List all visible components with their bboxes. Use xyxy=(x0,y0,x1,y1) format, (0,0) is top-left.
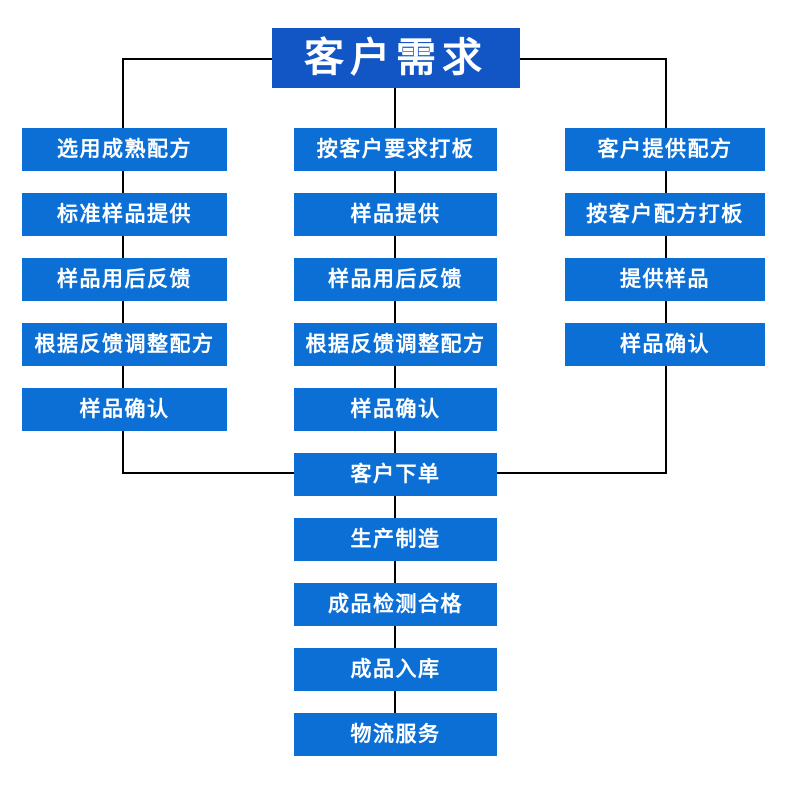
node-middle-step-5[interactable]: 样品确认 xyxy=(294,388,497,431)
connector-middle-to-trunk xyxy=(394,431,396,453)
connector-left-4-5 xyxy=(122,366,124,388)
connector-left-merge-vertical xyxy=(122,431,124,474)
node-trunk-step-3[interactable]: 成品检测合格 xyxy=(294,583,497,626)
connector-trunk-2-3 xyxy=(394,561,396,583)
node-right-step-3[interactable]: 提供样品 xyxy=(565,258,765,301)
node-trunk-step-5[interactable]: 物流服务 xyxy=(294,713,497,756)
node-trunk-step-2[interactable]: 生产制造 xyxy=(294,518,497,561)
node-left-step-4[interactable]: 根据反馈调整配方 xyxy=(22,323,227,366)
node-left-step-1[interactable]: 选用成熟配方 xyxy=(22,128,227,171)
connector-right-3-4 xyxy=(665,301,667,323)
connector-title-to-right-horizontal xyxy=(520,58,667,60)
connector-middle-1-2 xyxy=(394,171,396,193)
connector-title-to-left-vertical xyxy=(122,58,124,128)
connector-trunk-3-4 xyxy=(394,626,396,648)
node-middle-step-4[interactable]: 根据反馈调整配方 xyxy=(294,323,497,366)
connector-left-merge-horizontal xyxy=(122,472,294,474)
connector-right-2-3 xyxy=(665,236,667,258)
connector-trunk-4-5 xyxy=(394,691,396,713)
connector-title-to-middle-vertical xyxy=(394,88,396,128)
node-middle-step-1[interactable]: 按客户要求打板 xyxy=(294,128,497,171)
node-customer-demand[interactable]: 客户需求 xyxy=(272,28,520,88)
node-middle-step-2[interactable]: 样品提供 xyxy=(294,193,497,236)
connector-title-to-right-vertical xyxy=(665,58,667,128)
connector-middle-4-5 xyxy=(394,366,396,388)
connector-trunk-1-2 xyxy=(394,496,396,518)
connector-middle-2-3 xyxy=(394,236,396,258)
node-right-step-4[interactable]: 样品确认 xyxy=(565,323,765,366)
connector-right-merge-vertical xyxy=(665,366,667,474)
node-left-step-2[interactable]: 标准样品提供 xyxy=(22,193,227,236)
node-trunk-step-4[interactable]: 成品入库 xyxy=(294,648,497,691)
connector-title-to-left-horizontal xyxy=(122,58,272,60)
node-left-step-5[interactable]: 样品确认 xyxy=(22,388,227,431)
connector-left-2-3 xyxy=(122,236,124,258)
connector-middle-3-4 xyxy=(394,301,396,323)
connector-right-1-2 xyxy=(665,171,667,193)
connector-right-merge-horizontal xyxy=(497,472,667,474)
node-middle-step-3[interactable]: 样品用后反馈 xyxy=(294,258,497,301)
connector-left-1-2 xyxy=(122,171,124,193)
node-right-step-1[interactable]: 客户提供配方 xyxy=(565,128,765,171)
node-left-step-3[interactable]: 样品用后反馈 xyxy=(22,258,227,301)
node-trunk-step-1[interactable]: 客户下单 xyxy=(294,453,497,496)
node-right-step-2[interactable]: 按客户配方打板 xyxy=(565,193,765,236)
connector-left-3-4 xyxy=(122,301,124,323)
